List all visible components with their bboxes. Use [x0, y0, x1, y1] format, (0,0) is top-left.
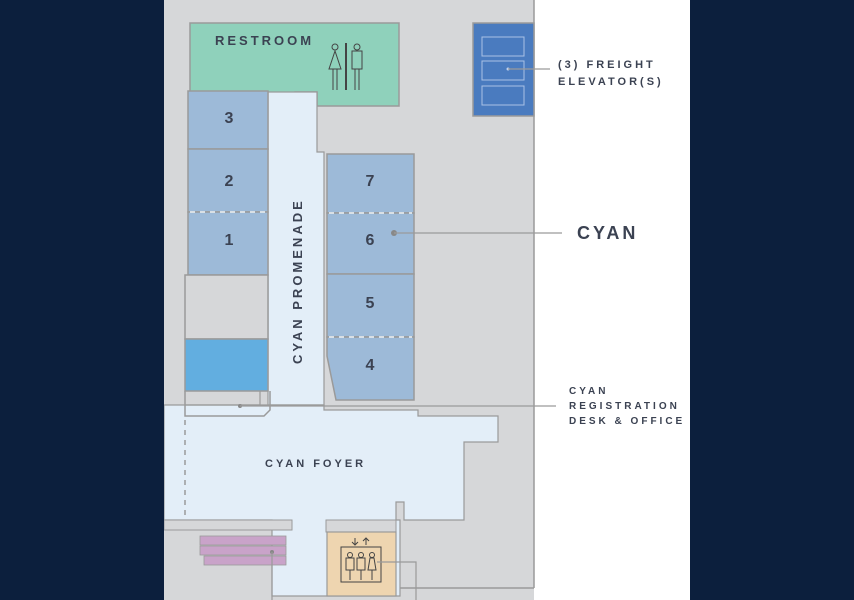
floor-plan-drawing: [164, 0, 562, 600]
room-2[interactable]: [187, 148, 269, 213]
restroom-icon: [328, 43, 363, 90]
room-3-label: 3: [224, 110, 234, 127]
registration-desk[interactable]: [184, 391, 556, 417]
restroom-label: RESTROOM: [215, 33, 315, 48]
service-room: [184, 338, 269, 392]
registration-callout-line2: REGISTRATION: [569, 401, 680, 412]
room-1[interactable]: [187, 211, 269, 276]
escalator[interactable]: [199, 535, 287, 600]
freight-callout-line2: ELEVATOR(S): [558, 76, 664, 88]
room-3[interactable]: [187, 90, 269, 150]
room-2-label: 2: [224, 173, 234, 190]
cyan-callout: CYAN: [577, 223, 639, 243]
room-5[interactable]: [326, 273, 415, 338]
promenade-label: CYAN PROMENADE: [290, 198, 305, 364]
floor-plan-page: RESTROOM CYAN PROMENADE CYAN FOYER 3 2 1…: [164, 0, 690, 600]
freight-elevator[interactable]: [472, 22, 550, 117]
passenger-elevator[interactable]: [326, 531, 417, 600]
room-7[interactable]: [326, 153, 415, 214]
room-6-label: 6: [365, 232, 375, 249]
room-4-label: 4: [365, 357, 375, 374]
room-7-label: 7: [365, 173, 375, 190]
room-6[interactable]: [326, 212, 415, 275]
passenger-elevator-icon: [345, 537, 377, 580]
room-1-label: 1: [224, 232, 234, 249]
storage-room: [184, 274, 269, 340]
foyer-area[interactable]: [164, 404, 499, 597]
foyer-label: CYAN FOYER: [265, 458, 367, 470]
freight-callout-line1: (3) FREIGHT: [558, 59, 656, 71]
room-5-label: 5: [365, 295, 375, 312]
registration-callout-line1: CYAN: [569, 386, 609, 397]
registration-callout-line3: DESK & OFFICE: [569, 416, 686, 427]
